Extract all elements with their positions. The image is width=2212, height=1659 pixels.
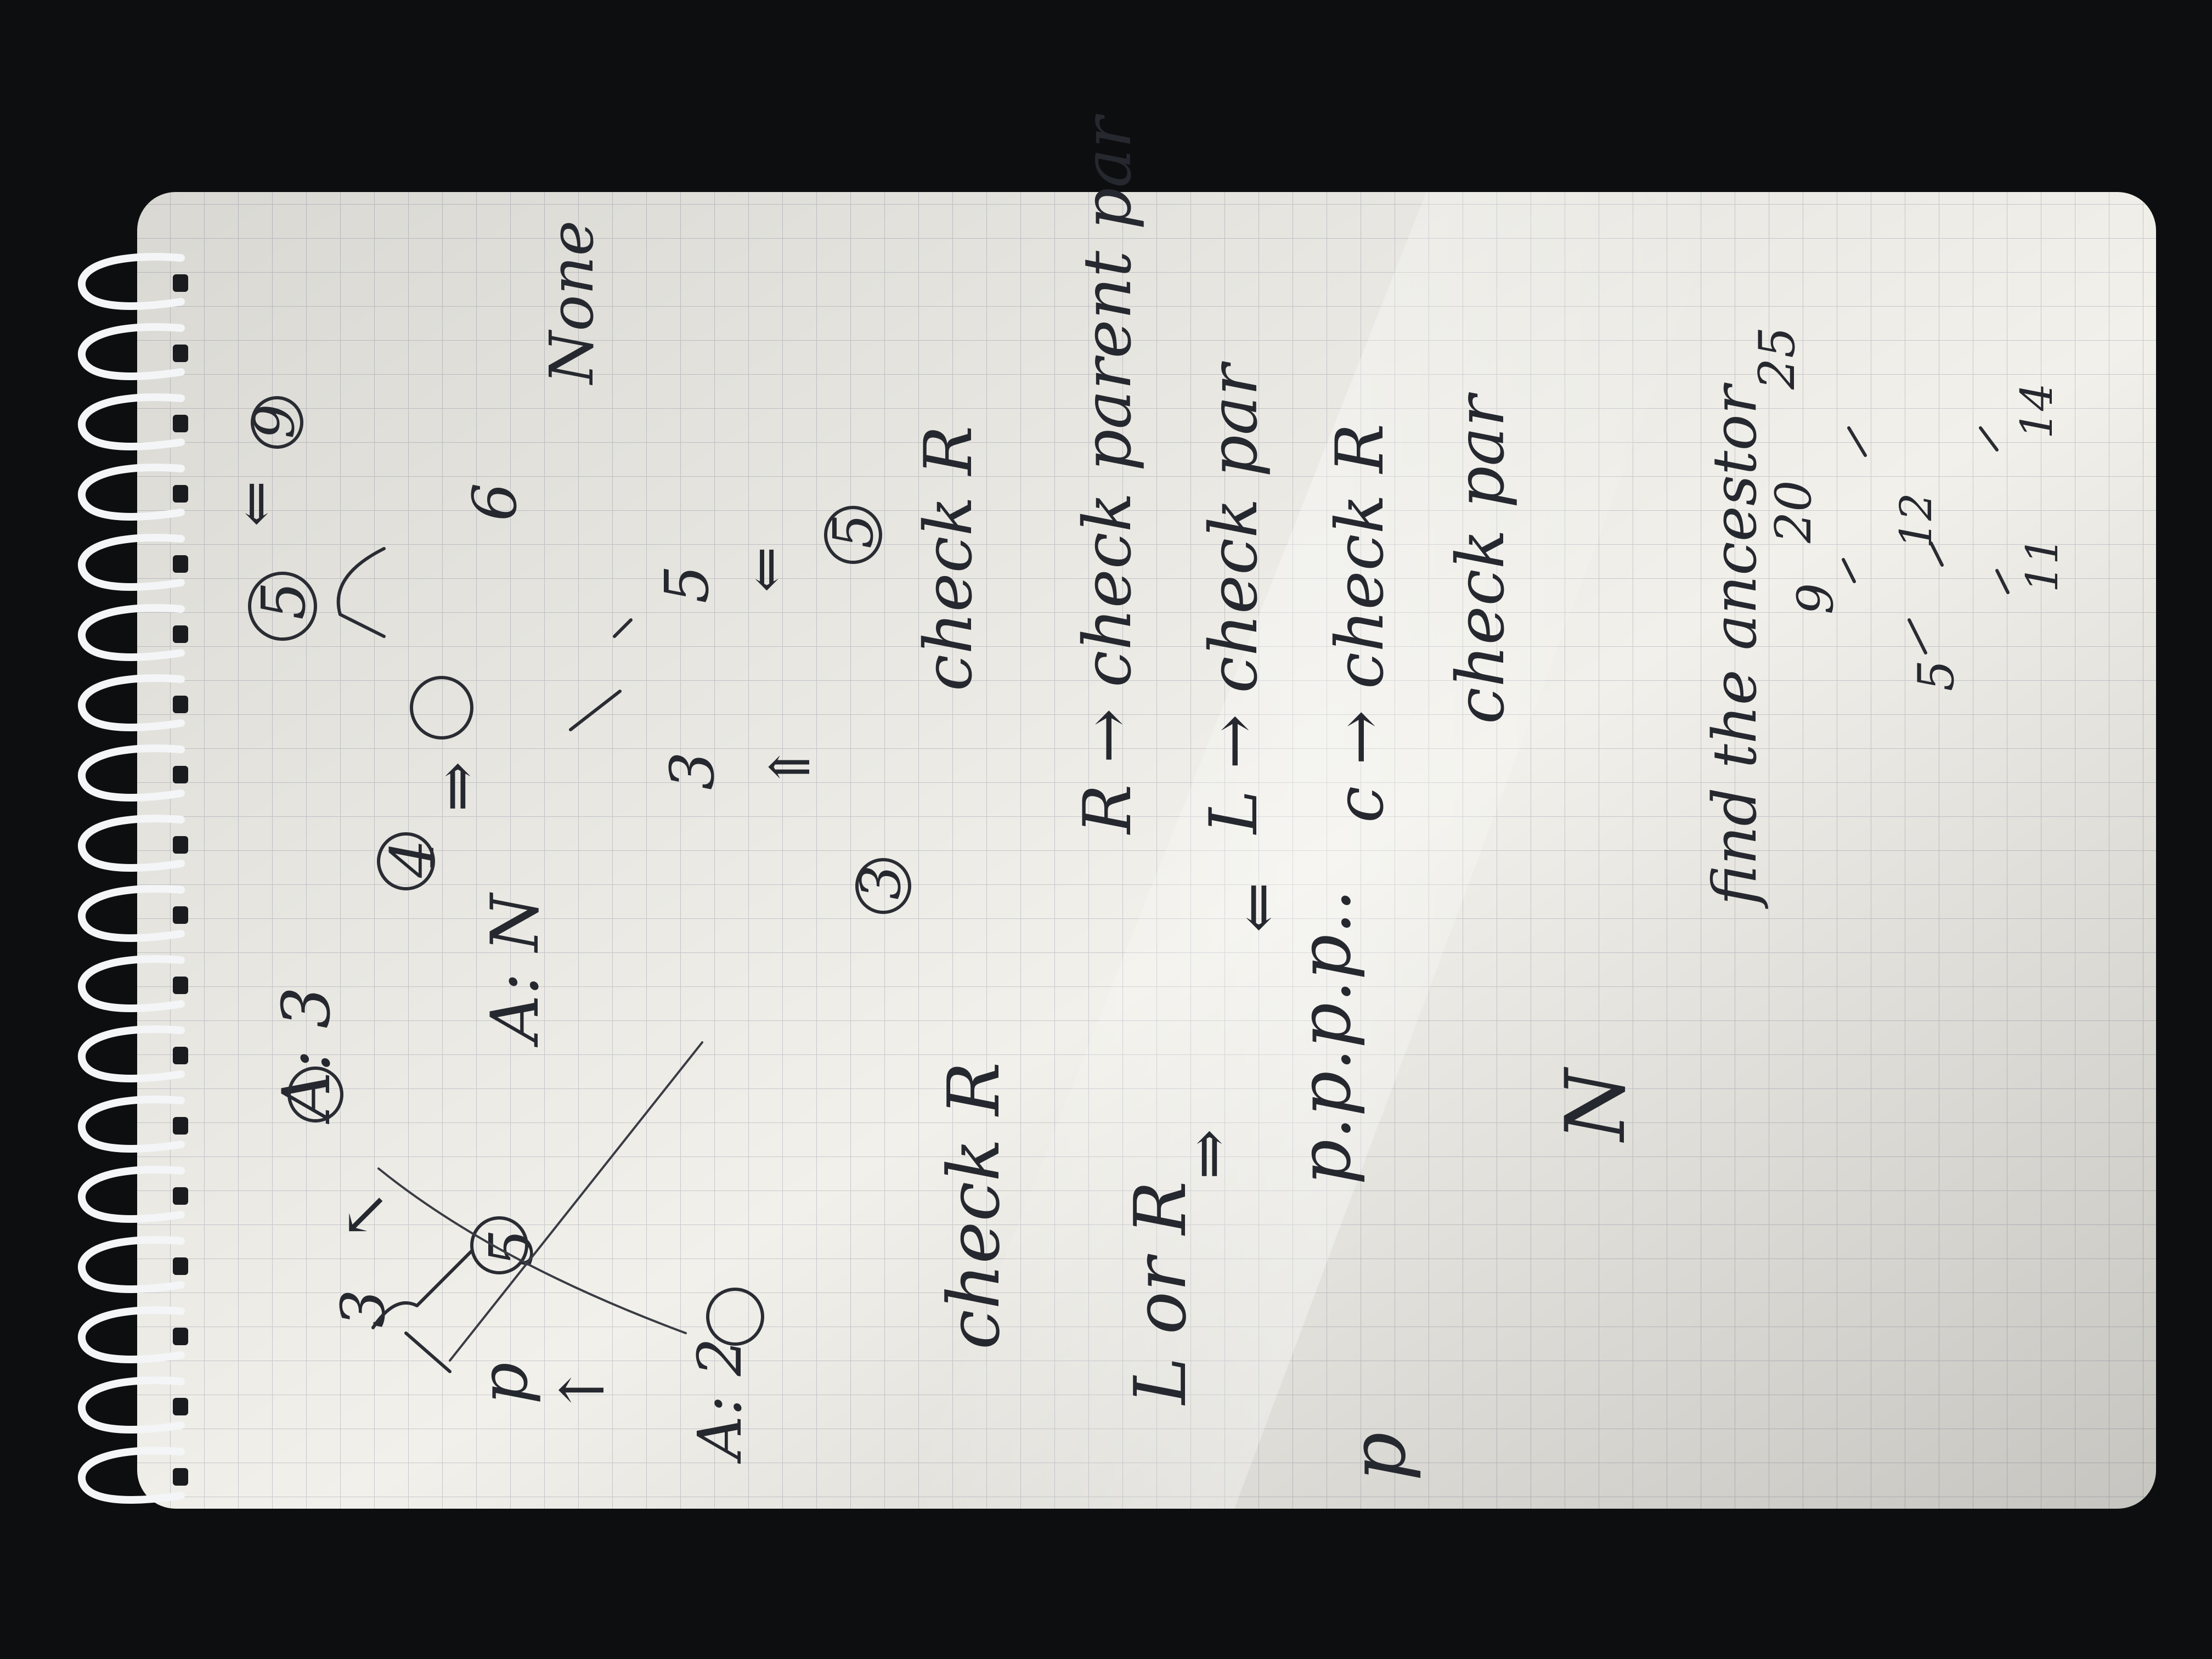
arrow-check: ⇒ (1173, 1129, 1243, 1180)
spiral-hole (173, 1187, 188, 1205)
arrow-double-mid: ⇐ (733, 546, 798, 592)
spiral-ring (77, 744, 185, 802)
spiral-ring (77, 885, 185, 942)
value-c: 20 (1765, 480, 1822, 544)
spiral-hole (173, 906, 188, 924)
tree-sketch-left: A: 3 A: N A: 2 3 5 p ↙ ↑ (269, 892, 764, 1464)
none-label: None (537, 221, 607, 386)
spiral-hole (173, 1047, 188, 1064)
l-or-r: L or R (1119, 1181, 1202, 1406)
label-a3: A: 3 (269, 986, 345, 1125)
value-d: 25 (1748, 326, 1806, 390)
spiral-ring (77, 393, 185, 450)
check-line-4: c → check R (1322, 424, 1398, 823)
spiral-binding (77, 253, 188, 1504)
spiral-ring (77, 1166, 185, 1223)
value-5-mid: 5 (652, 565, 722, 603)
value-5-circled: 5 (249, 582, 319, 620)
value-a: 5 (1908, 660, 1965, 691)
spiral-hole (173, 836, 188, 854)
notebook-page (137, 192, 2156, 1509)
arrow-1: ⇒ (421, 761, 492, 812)
check-r-left: check R (932, 1062, 1015, 1350)
label-an: A: N (477, 892, 554, 1048)
spiral-ring (77, 1096, 185, 1153)
spiral-ring (77, 1306, 185, 1363)
spiral-ring (77, 534, 185, 591)
value-3-mid: 3 (657, 752, 727, 790)
spiral-hole (173, 485, 188, 503)
check-list-right: check R R → check parent par L → check p… (911, 113, 1519, 835)
value-4: 4 (377, 839, 448, 878)
double-arrow-up: ⇐ (1222, 882, 1293, 933)
check-line-2: R → check parent par (1070, 113, 1146, 835)
spiral-hole (173, 1328, 188, 1345)
ancestor-text: find the ancestor (1700, 382, 1770, 909)
spiral-ring (77, 323, 185, 380)
spiral-hole (173, 1117, 188, 1135)
check-line-1: check R (911, 426, 987, 691)
value-6: 6 (460, 483, 530, 521)
check-line-5: check par (1443, 392, 1519, 724)
arrow-up-mid: ⇑ (758, 744, 822, 790)
spiral-hole (173, 555, 188, 573)
node-top: 3 (328, 1289, 398, 1328)
middle-right-sketch: 3 5 ⇑ ⇐ 5 3 (569, 506, 913, 914)
value-g: 14 (2011, 383, 2062, 439)
arrow-left: ↙ (340, 1178, 391, 1249)
spiral-hole (173, 274, 188, 292)
spiral-hole (173, 766, 188, 783)
spiral-hole (173, 696, 188, 713)
p-label-top: p (466, 1362, 543, 1404)
spiral-ring (77, 1236, 185, 1293)
spiral-hole (173, 415, 188, 432)
spiral-ring (77, 674, 185, 731)
label-a2: A: 2 (685, 1338, 755, 1464)
value-f: 11 (2017, 537, 2068, 592)
tree-sketch-top-right: 4 ⇒ 5 6 ⇐ 9 None (223, 221, 607, 890)
ancestor-tree: find the ancestor 5 9 20 25 12 11 14 (1700, 326, 2068, 909)
check-line-3: L → check par (1196, 361, 1272, 835)
arrow-up: ↑ (548, 1365, 618, 1415)
check-block-left: check R L or R p p.p.p.p.. ⇒ N ⇐ (932, 882, 1644, 1481)
value-e: 12 (1891, 493, 1942, 549)
spiral-hole (173, 1468, 188, 1486)
spiral-ring (77, 253, 185, 310)
spiral-ring (77, 1376, 185, 1434)
spiral-ring (77, 1447, 185, 1504)
spiral-ring (77, 464, 185, 521)
spiral-ring (77, 815, 185, 872)
p-line: p (1334, 1432, 1423, 1481)
spiral-hole (173, 1257, 188, 1275)
spiral-hole (173, 345, 188, 362)
ppp-line: p.p.p.p.. (1283, 889, 1367, 1186)
value-b: 9 (1787, 583, 1844, 614)
n-label: N (1548, 1066, 1644, 1143)
node-mid: 5 (476, 1229, 546, 1267)
spiral-hole (173, 977, 188, 994)
spiral-hole (173, 1398, 188, 1415)
spiral-ring (77, 1025, 185, 1082)
spiral-ring (77, 604, 185, 661)
spiral-hole (173, 625, 188, 643)
arrow-2: ⇐ (223, 481, 287, 527)
spiral-ring (77, 955, 185, 1012)
